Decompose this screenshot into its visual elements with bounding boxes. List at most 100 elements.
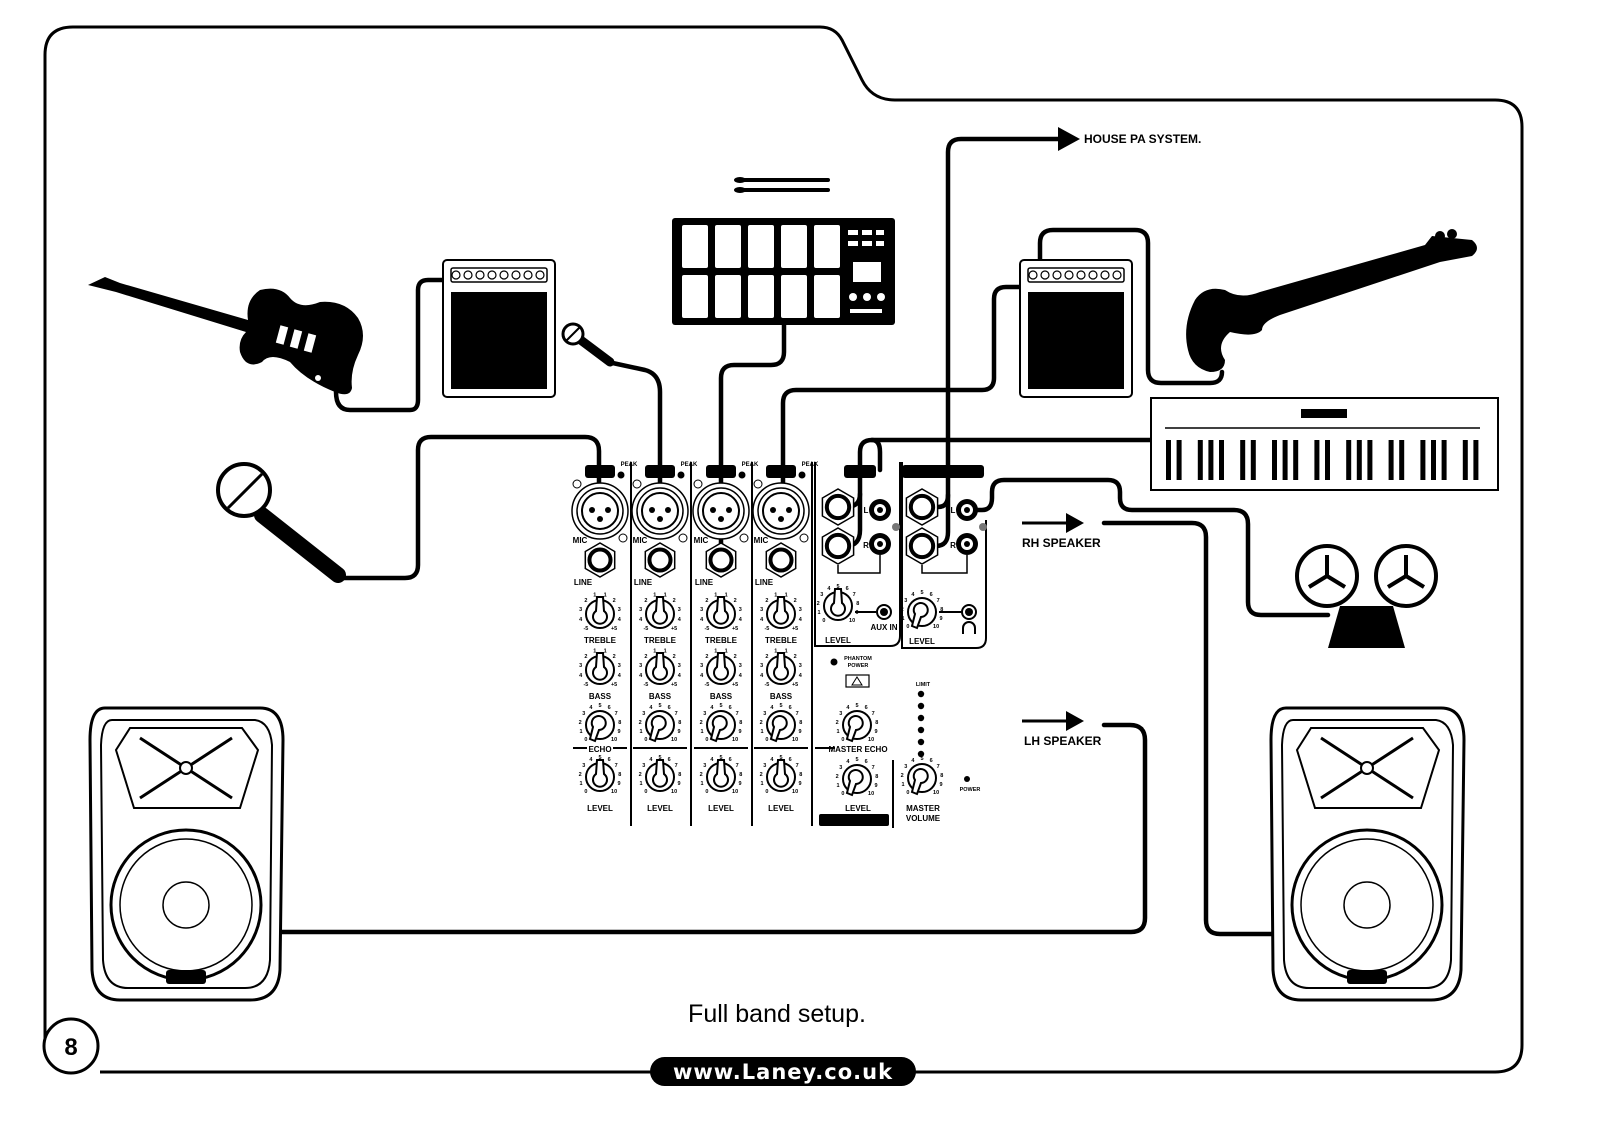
knob-scale-number: 6 [668,757,671,763]
knob-pointer [652,652,668,681]
mic-input-xlr[interactable] [631,479,689,543]
rh-speaker-label: RH SPEAKER [1022,536,1101,550]
master-volume-label: MASTER [906,804,940,813]
knob-scale-number: 3 [579,607,582,613]
black-key [1272,440,1277,480]
amp-knob [1028,270,1038,280]
ch56-right-rca[interactable] [869,533,891,555]
monitor-border [901,462,987,649]
knob-scale-number: 3 [799,607,802,613]
ch56-right-jack[interactable] [821,527,855,565]
website-badge[interactable]: www.Laney.co.uk [650,1057,916,1086]
knob-scale-number: 4 [846,759,850,765]
knob-scale-number: 5 [855,757,858,763]
knob-scale-number: 3 [642,711,645,717]
mic-input-xlr[interactable] [571,479,629,543]
knob-scale-number: 4 [799,673,803,679]
monitor-right-rca[interactable] [956,533,978,555]
knob-scale-number: 4 [618,673,622,679]
knob-scale-number: 9 [617,729,620,735]
jack-socket [708,547,734,573]
monitor-level-label: LEVEL [909,637,935,646]
level-label: LEVEL [587,804,613,813]
meter-led [917,750,925,758]
line-input-jack[interactable] [644,542,676,578]
knob-scale-number: 2 [700,772,703,778]
knob-scale-number: 3 [639,663,642,669]
monitor-left-jack[interactable] [905,488,939,526]
knob-scale-number: 2 [613,654,616,660]
mic-input-xlr[interactable] [752,479,810,543]
xlr-pin [770,507,776,513]
knob-scale-number: 7 [796,711,799,717]
peak-label: PEAK [802,462,819,468]
cable-rh-speaker [1101,520,1277,937]
knob-scale-number: 2 [794,598,797,604]
knob-scale-number: 1 [700,781,703,787]
drum-pad [715,275,741,318]
black-key [1420,440,1426,480]
tweeter [179,761,193,775]
amp-knob [475,270,485,280]
knob-scale-number: 0 [584,737,587,743]
knob-scale-number: 9 [677,729,680,735]
knob-scale-number: 2 [760,772,763,778]
knob-scale-number: 4 [700,617,704,623]
line-input-jack[interactable] [705,542,737,578]
monitor-left-rca[interactable] [956,499,978,521]
woofer [1290,828,1444,982]
meter-led [917,738,925,746]
knob-scale-number: 3 [639,607,642,613]
website-link[interactable]: www.Laney.co.uk [673,1060,893,1084]
ch56-left-rca[interactable] [869,499,891,521]
ch56-left-label: L [864,506,869,515]
knob-scale-number: 10 [611,789,617,795]
monitor-right-jack[interactable] [905,527,939,565]
cable-lh-speaker [279,722,1148,935]
line-input-jack[interactable] [765,542,797,578]
knob-scale-number: 4 [649,757,653,763]
arrow-right-icon [1058,127,1080,151]
mic-input-xlr[interactable] [692,479,750,543]
treble-label: TREBLE [765,636,798,645]
knob-scale-number: 7 [937,598,940,604]
dust-cap [162,881,210,929]
phantom-switch[interactable] [845,674,870,688]
mic-label: MIC [633,536,648,545]
black-key [1388,440,1394,480]
ch56-left-jack[interactable] [821,488,855,526]
knob-scale-number: 6 [608,705,611,711]
knob-scale-number: 10 [732,789,738,795]
knob-scale-number: +5 [792,682,798,688]
channel-label: CH1 [590,467,610,478]
amp-knob [463,270,473,280]
line-input-jack[interactable] [584,542,616,578]
knob-scale-number: 8 [739,772,742,778]
rca-pin [964,507,970,513]
knob-scale-number: 2 [584,654,587,660]
level-label: LEVEL [708,804,734,813]
knob-scale-number: -5 [704,682,709,688]
cable-bass-amp-to-ch4 [780,284,1025,508]
